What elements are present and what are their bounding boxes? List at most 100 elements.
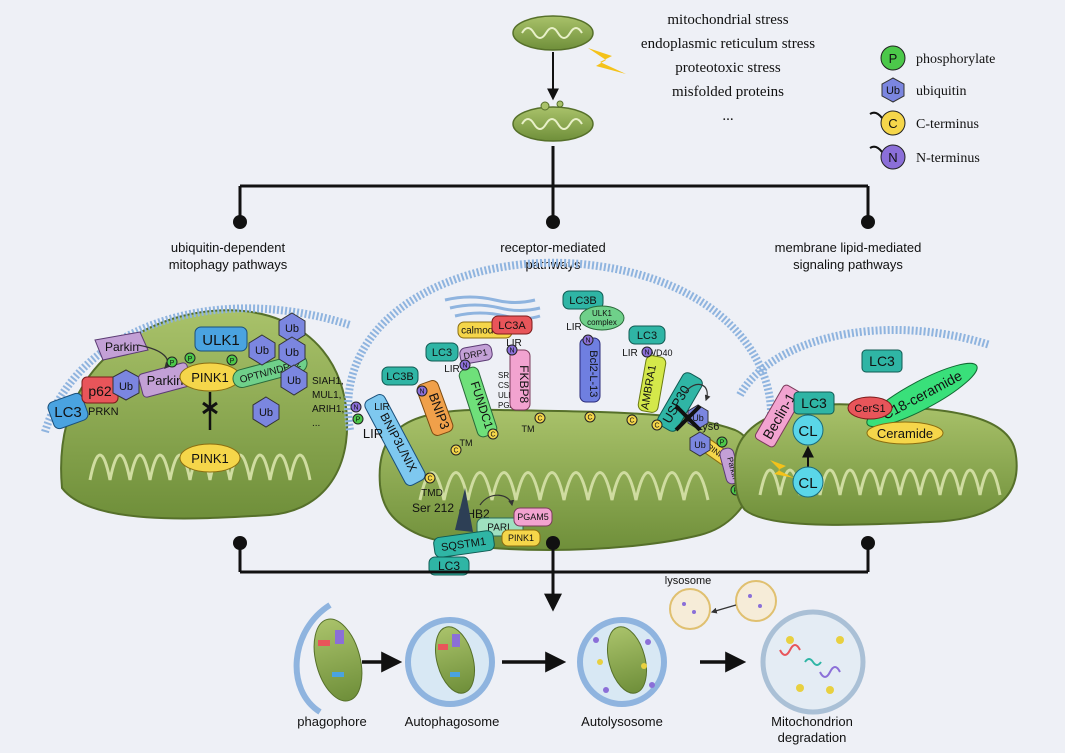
kinase-item: ULK1,: [498, 391, 520, 400]
phb2-shape: [455, 488, 473, 532]
er-stack-icon: [444, 295, 541, 320]
ulk1-complex-label: complex: [587, 318, 617, 327]
lc3b-box: LC3B: [562, 290, 604, 310]
healthy-mitochondrion-icon: [512, 15, 594, 51]
stage-label: phagophore: [297, 714, 366, 729]
cardiolipin-outer: CL: [792, 414, 824, 446]
n-terminus-icon: N: [459, 359, 471, 371]
bcl2l13-box-label: Bcl2-L-13: [587, 350, 599, 397]
ambra1-box: AMBRA1: [637, 355, 667, 413]
ceramide-box: Ceramide: [866, 421, 944, 445]
parkin-recruit-arrow: [137, 344, 171, 369]
ub-label: Ub: [692, 413, 704, 423]
parl-box-label: PARL: [487, 523, 513, 534]
n-terminus-icon: N: [582, 334, 594, 346]
lc3-box-label: LC3: [438, 559, 460, 573]
ubiquitin-icon: Ub: [252, 396, 280, 428]
c-terminus-icon-label: C: [427, 476, 432, 483]
stress-item: endoplasmic reticulum stress: [641, 36, 815, 52]
phospho-icon-label: P: [356, 417, 361, 424]
block-mark: [674, 404, 702, 432]
lc3-box: LC3: [628, 325, 666, 345]
lir-label: LIR: [363, 426, 383, 441]
pgam5-box: PGAM5: [513, 507, 553, 527]
stage-label: Autophagosome: [405, 714, 500, 729]
ub-label: Ub: [255, 345, 269, 357]
c-terminus-icon-label: C: [537, 416, 542, 423]
ub-label: Ub: [119, 381, 133, 393]
c-terminus-icon-label: C: [490, 432, 495, 439]
converge-node: [546, 536, 560, 550]
lc3a-box: LC3A: [491, 315, 533, 335]
ub-label: Ub: [285, 323, 299, 335]
lc3b-box-label: LC3B: [569, 295, 597, 307]
p62-box: p62: [81, 376, 119, 404]
lysosome-label: lysosome: [665, 575, 711, 587]
ulk1-complex-label: ULK1: [592, 309, 613, 318]
legend-symbol: P: [889, 51, 898, 66]
phospho-icon: P: [166, 356, 178, 368]
legend-label: C-terminus: [916, 117, 979, 132]
phospho-icon: P: [184, 352, 196, 364]
ligase-list: SIAH1,MUL1,ARIH1,...: [312, 376, 344, 429]
middle-phagophore-membrane: [344, 258, 776, 431]
pathway-title: receptor-mediated: [500, 240, 606, 255]
phospho-icon: P: [226, 354, 238, 366]
block-mark: [202, 401, 218, 415]
branch-node: [546, 215, 560, 229]
c-terminus-icon-label: C: [587, 415, 592, 422]
wd40-label: WD40: [647, 348, 672, 358]
legend-n-terminus: N N-terminus: [869, 144, 980, 170]
cardiolipin-inner: CL: [792, 466, 824, 498]
svg-text:LC3: LC3: [869, 353, 895, 369]
ligase-item: MUL1,: [312, 390, 341, 401]
converge-node: [861, 536, 875, 550]
pink1-inner: PINK1: [179, 443, 241, 473]
lc3-box: LC3: [861, 349, 903, 373]
ub-label: Ub: [259, 407, 273, 419]
kinase-item: SRC,: [498, 371, 517, 380]
pathway-title: mitophagy pathways: [169, 257, 288, 272]
autolysosome-stage: [577, 617, 667, 707]
prkn-label: PRKN: [88, 406, 119, 418]
cers1-box: CerS1: [847, 396, 893, 420]
converge-node: [233, 536, 247, 550]
lir-label: LIR: [374, 402, 390, 413]
phagophore-stage: [293, 602, 363, 715]
pink1-inner-label: PINK1: [191, 451, 229, 466]
parkin-free-box: Parkin: [94, 331, 149, 361]
svg-text:P: P: [170, 360, 175, 367]
stress-item: ...: [722, 108, 733, 124]
lc3b-box-label: LC3B: [386, 371, 414, 383]
ub-label: Ub: [694, 440, 706, 450]
branch-connector: [238, 146, 870, 218]
n-terminus-icon-label: N: [509, 348, 514, 355]
c-terminus-icon-label: C: [629, 418, 634, 425]
bcl2l13-box: Bcl2-L-13: [579, 337, 601, 403]
pink1-box: PINK1: [501, 529, 541, 547]
c-terminus-icon: C: [651, 419, 663, 431]
pink1-outer: PINK1: [179, 362, 241, 392]
legend-symbol: C: [888, 116, 897, 131]
phospho-icon: P: [352, 413, 364, 425]
lysosome-icon: [669, 580, 777, 630]
ligase-item: ARIH1,: [312, 404, 344, 415]
tmd-label: TMD: [421, 488, 443, 499]
legend: P phosphorylate Ub ubiquitin C C-terminu…: [869, 45, 995, 170]
pathway-title: membrane lipid-mediated: [775, 240, 922, 255]
legend-label: N-terminus: [916, 151, 980, 166]
lightning-icon: [770, 460, 794, 478]
lc3b-box: LC3B: [381, 366, 419, 386]
ubiquitin-icon: Ub: [280, 364, 308, 396]
c-terminus-icon: C: [534, 412, 546, 424]
n-terminus-icon-label: N: [462, 363, 467, 370]
lc3-box: LC3: [793, 391, 835, 415]
n-terminus-icon: N: [506, 344, 518, 356]
lc3-box-label: LC3: [432, 347, 452, 359]
c-terminus-icon-label: C: [453, 448, 458, 455]
branch-node: [233, 215, 247, 229]
parkin-label: Parkin: [147, 373, 184, 388]
